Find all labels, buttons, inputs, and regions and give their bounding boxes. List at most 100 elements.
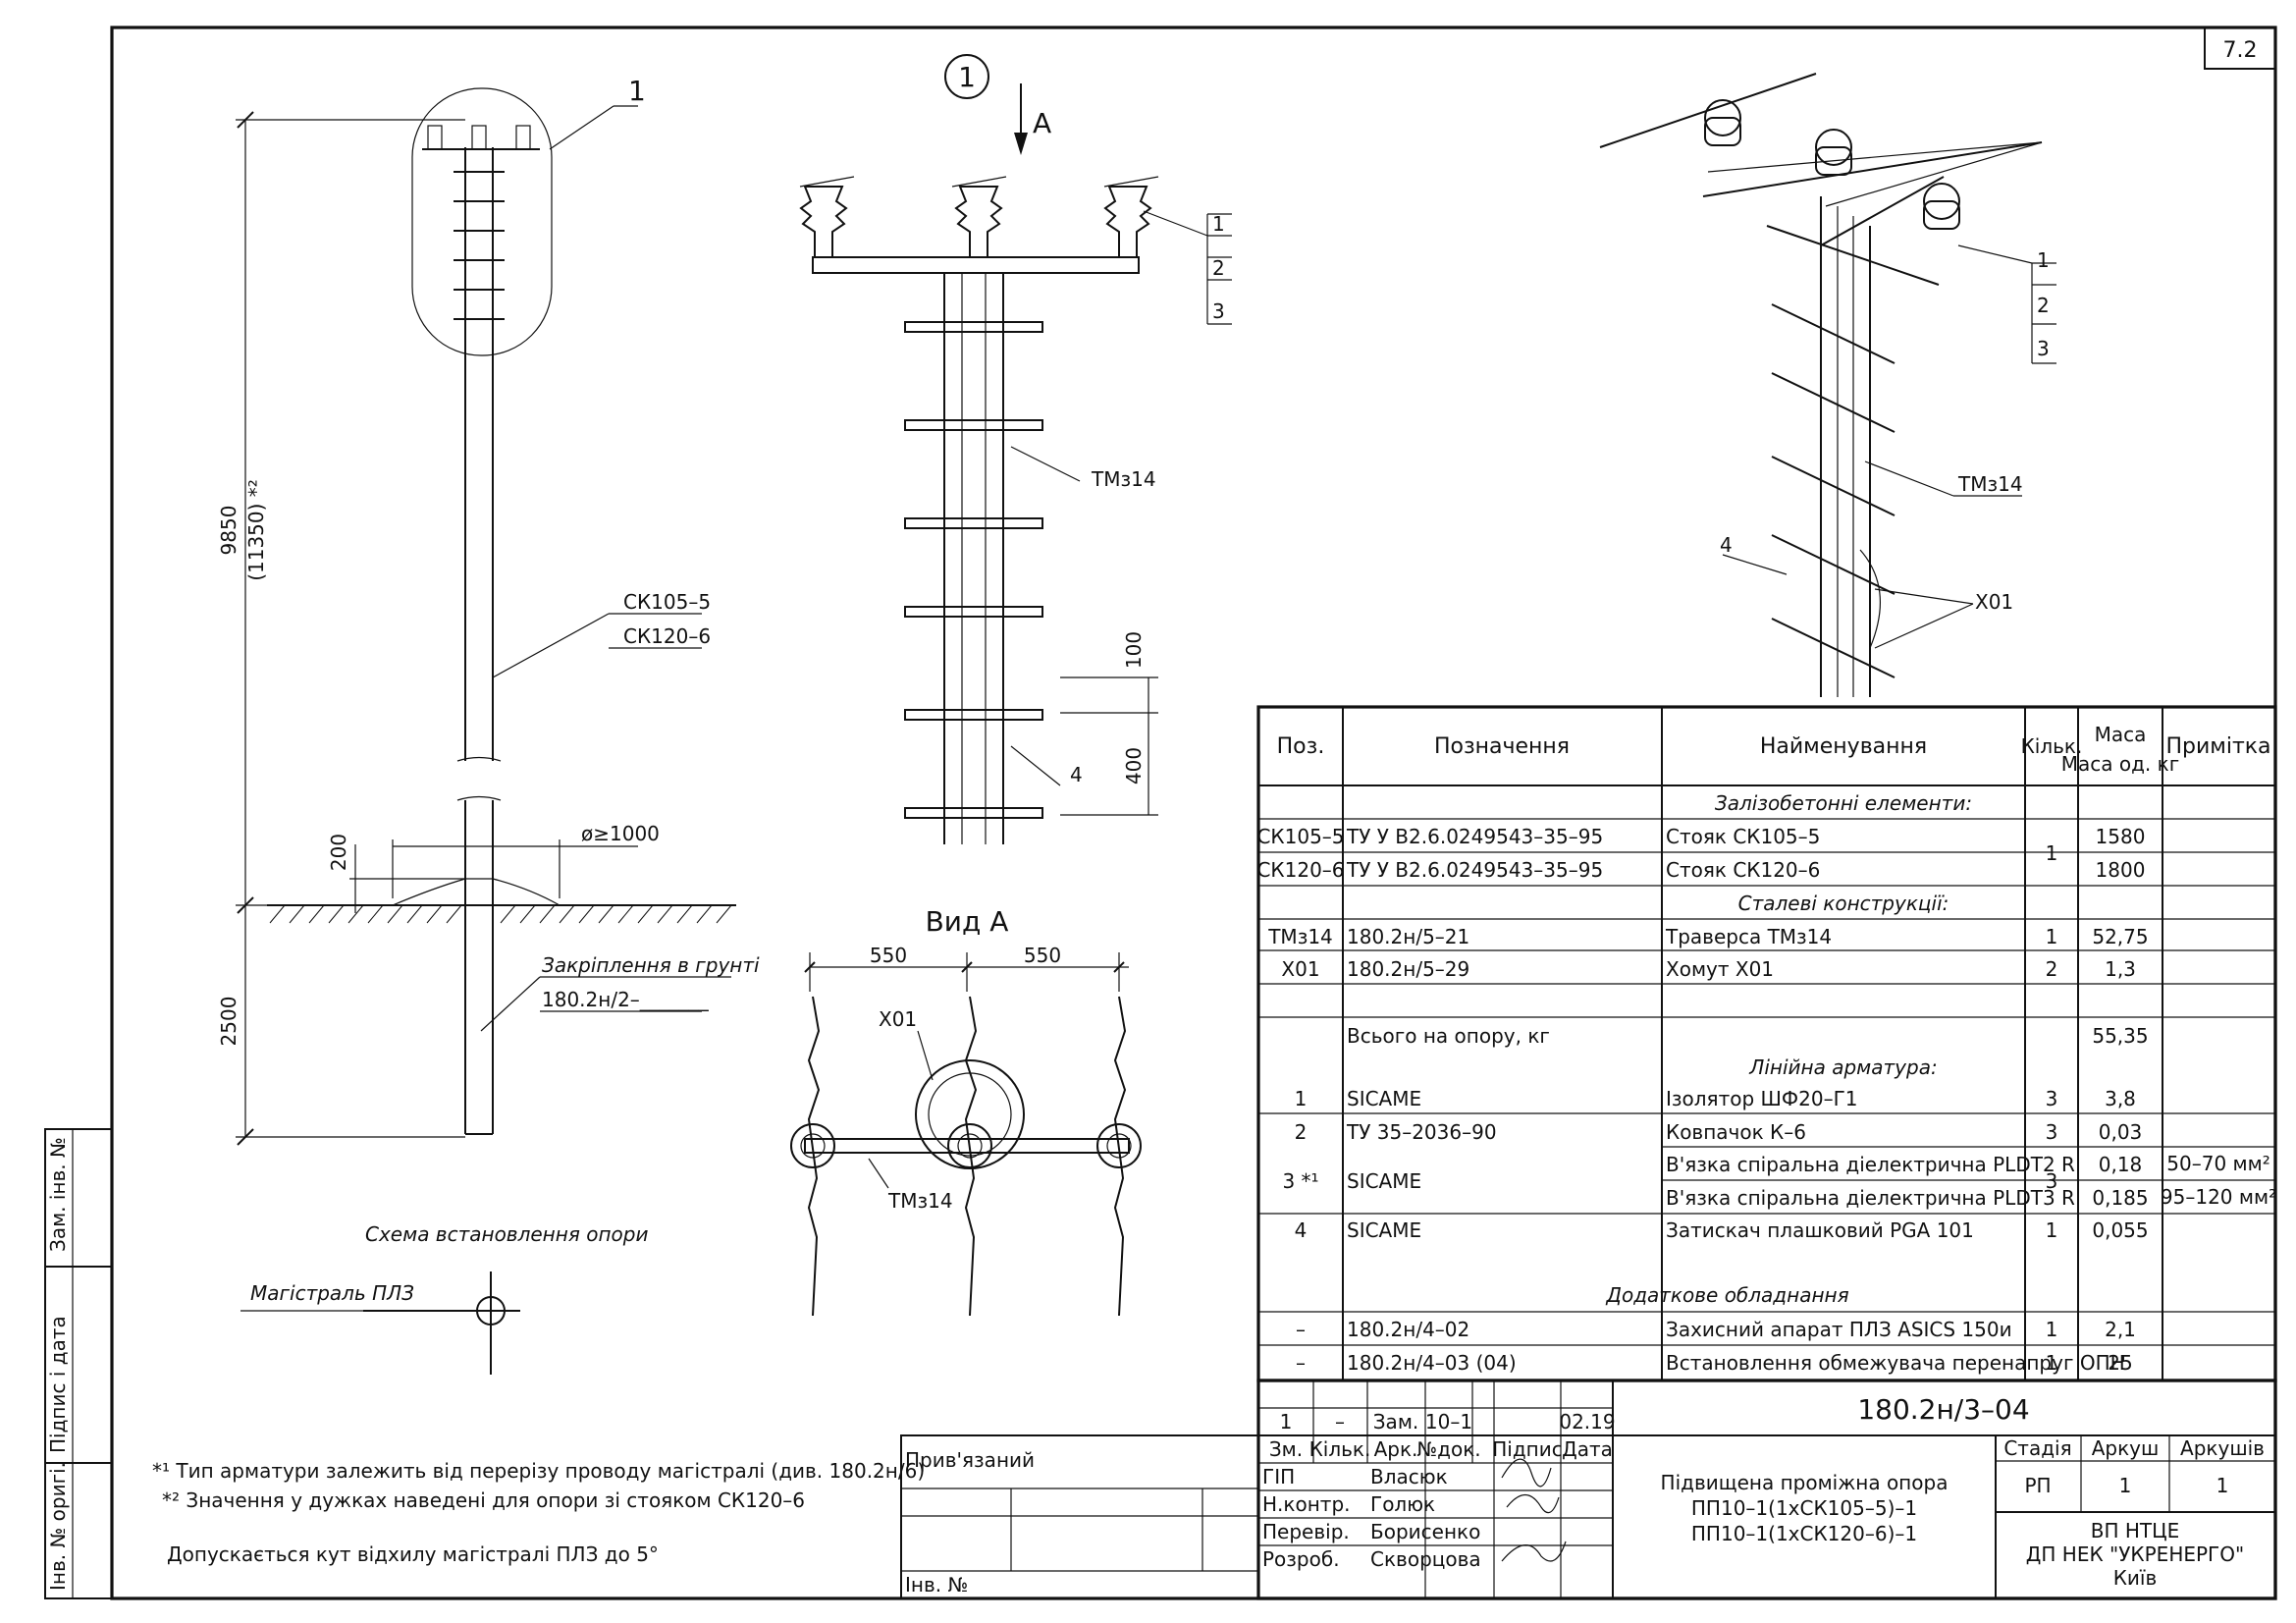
spec-r10-pos: – [1296, 1351, 1306, 1375]
side-stamp [44, 1128, 113, 1599]
stamp-zam-inv: Зам. інв. № [46, 1137, 70, 1252]
spec-sec-steel: Сталеві конструкції: [1738, 892, 1949, 915]
tb-perevir: Перевір. [1262, 1520, 1350, 1543]
front-pos-3: 3 [1212, 299, 1225, 323]
dim-total-length: 9850 [217, 506, 240, 556]
spec-r10-mass: 25 [2108, 1351, 2132, 1375]
tb-stage-h: Стадія [2003, 1436, 2071, 1460]
spec-r3-mass: 52,75 [2092, 925, 2148, 948]
dim-total-length-alt: (11350) *² [244, 479, 268, 581]
spec-r9-qty: 1 [2046, 1318, 2058, 1341]
title-block-grid [900, 1379, 2277, 1600]
spec-r9-code: 180.2н/4–02 [1347, 1318, 1469, 1341]
tb-inv: Інв. № [905, 1573, 968, 1596]
spec-r2-name: Стояк СК120–6 [1666, 858, 1820, 882]
spec-r8-name: Затискач плашковий PGA 101 [1666, 1218, 1974, 1242]
iso-pos-2: 2 [2037, 294, 2050, 317]
tb-h-zm: Зм. [1269, 1437, 1303, 1461]
tb-rev-2: – [1335, 1410, 1345, 1434]
front-pos-4: 4 [1070, 763, 1083, 786]
spec-r3-pos: ТМз14 [1267, 925, 1333, 948]
spec-r3-code: 180.2н/5–21 [1347, 925, 1469, 948]
dim-mound-height: 200 [327, 834, 350, 871]
tb-org-3: Київ [2113, 1566, 2158, 1590]
spec-r5-pos: 1 [1295, 1087, 1308, 1110]
spec-h-note: Примітка [2165, 734, 2270, 759]
anchoring-ref: 180.2н/2–_______ [542, 988, 710, 1011]
tb-rev-3: Зам. [1373, 1410, 1419, 1434]
spec-h-code: Позначення [1434, 734, 1570, 759]
spec-r4-name: Хомут Х01 [1666, 957, 1774, 981]
tb-desc-1: Підвищена проміжна опора [1661, 1471, 1949, 1494]
spec-r1-qty: 1 [2046, 841, 2058, 865]
plan-dim-left: 550 [870, 944, 907, 967]
sheet-number: 7.2 [2223, 38, 2258, 63]
plan-view [790, 952, 1142, 1317]
spec-h-pos: Поз. [1277, 734, 1325, 759]
tb-desc-2: ПП10–1(1хСК105–5)–1 [1691, 1496, 1917, 1520]
spec-r9-name: Захисний апарат ПЛЗ ASICS 150и [1666, 1318, 2012, 1341]
spec-r6-name: Ковпачок К–6 [1666, 1120, 1806, 1144]
spec-r7a-name: В'язка спіральна діелектрична PLDT2 R [1666, 1153, 2075, 1176]
view-a-title: Вид А [926, 905, 1009, 938]
pole-type-2: СК120–6 [623, 624, 711, 648]
spec-h-name: Найменування [1760, 734, 1927, 759]
spec-r4-pos: Х01 [1281, 957, 1319, 981]
pole-type-1: СК105–5 [623, 590, 711, 614]
tb-desc-3: ПП10–1(1хСК120–6)–1 [1691, 1522, 1917, 1545]
isometric-view [1599, 73, 2056, 697]
front-view [799, 54, 1232, 844]
spec-r5-qty: 3 [2046, 1087, 2058, 1110]
spec-h-qty: Кільк. [2021, 734, 2083, 758]
spec-r8-mass: 0,055 [2092, 1218, 2148, 1242]
spec-r9-pos: – [1296, 1318, 1306, 1341]
spec-total-value: 55,35 [2092, 1024, 2148, 1048]
pole-elevation [236, 87, 736, 1146]
tb-h-ndok: №док. [1416, 1437, 1480, 1461]
spec-r2-code: ТУ У В2.6.0249543–35–95 [1346, 858, 1603, 882]
tb-perevir-name: Борисенко [1370, 1520, 1480, 1543]
scheme-title: Схема встановлення опори [365, 1222, 648, 1246]
note-3: Допускається кут відхилу магістралі ПЛЗ … [167, 1542, 659, 1566]
iso-traverse: ТМз14 [1957, 472, 2023, 496]
iso-pos-1: 1 [2037, 248, 2050, 272]
spec-total-label: Всього на опору, кг [1347, 1024, 1550, 1048]
spec-r9-mass: 2,1 [2105, 1318, 2136, 1341]
tb-gip-name: Власюк [1370, 1465, 1448, 1488]
anchoring-label: Закріплення в грунті [542, 953, 760, 977]
spec-r10-name: Встановлення обмежувача перенапруг ОПН [1666, 1351, 2125, 1375]
tb-rozrob-name: Скворцова [1370, 1547, 1481, 1571]
front-dim-100: 100 [1122, 631, 1146, 669]
spec-r5-name: Ізолятор ШФ20–Г1 [1666, 1087, 1858, 1110]
tb-rev-4: 10–1 [1425, 1410, 1472, 1434]
plan-dim-right: 550 [1024, 944, 1061, 967]
spec-h-mass-full: Маса од. кг [2061, 752, 2180, 776]
spec-r4-qty: 2 [2046, 957, 2058, 981]
spec-r1-mass: 1580 [2096, 825, 2146, 848]
tb-org-1: ВП НТЦЕ [2091, 1519, 2180, 1542]
tb-org-2: ДП НЕК "УКРЕНЕРГО" [2026, 1542, 2244, 1566]
tb-rev-6: 02.19 [1559, 1410, 1615, 1434]
spec-r6-qty: 3 [2046, 1120, 2058, 1144]
tb-h-data: Дата [1562, 1437, 1613, 1461]
front-dim-400: 400 [1122, 747, 1146, 784]
callout-detail-1: 1 [958, 61, 976, 93]
tb-sheet: 1 [2119, 1474, 2132, 1497]
tb-gip: ГІП [1262, 1465, 1295, 1488]
front-pos-2: 2 [1212, 256, 1225, 280]
spec-r4-code: 180.2н/5–29 [1347, 957, 1469, 981]
spec-r7-pos: 3 *¹ [1282, 1169, 1318, 1193]
tb-pryvyaz: Прив'язаний [905, 1448, 1035, 1472]
plan-traverse: ТМз14 [887, 1189, 953, 1213]
front-pos-1: 1 [1212, 212, 1225, 236]
spec-r7b-note: 95–120 мм² [2161, 1185, 2276, 1209]
spec-r10-code: 180.2н/4–03 (04) [1347, 1351, 1517, 1375]
note-1: *¹ Тип арматури залежить від перерізу пр… [152, 1459, 925, 1483]
tb-h-ark: Арк. [1374, 1437, 1418, 1461]
spec-r3-qty: 1 [2046, 925, 2058, 948]
iso-pos-4: 4 [1720, 533, 1733, 557]
spec-r7b-mass: 0,185 [2092, 1186, 2148, 1210]
spec-r8-qty: 1 [2046, 1218, 2058, 1242]
installation-scheme [240, 1271, 520, 1375]
spec-r7a-note: 50–70 мм² [2166, 1152, 2269, 1175]
